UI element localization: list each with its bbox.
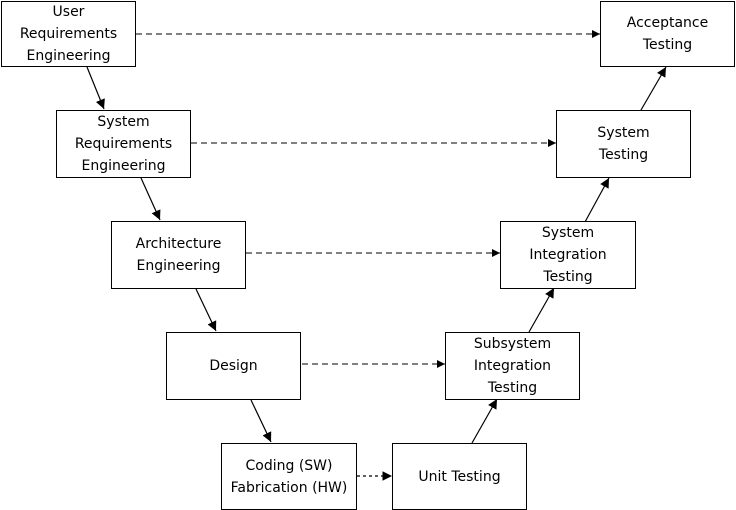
- box-system-testing-label: System Testing: [597, 125, 650, 163]
- box-system-integration-testing: System Integration Testing: [500, 221, 636, 289]
- box-system-testing: System Testing: [556, 110, 691, 178]
- box-acceptance-testing: Acceptance Testing: [600, 1, 735, 67]
- box-design-label: Design: [209, 358, 258, 374]
- arrow-design-to-coding: [250, 399, 272, 443]
- box-coding-fabrication-label: Coding (SW) Fabrication (HW): [230, 457, 348, 496]
- arrow-subsystem-to-system-integration: [528, 287, 555, 333]
- box-unit-testing: Unit Testing: [392, 443, 527, 510]
- box-architecture-engineering-label: Architecture Engineering: [135, 236, 222, 274]
- arrow-system-integration-to-system-testing: [584, 177, 610, 223]
- arrow-system-req-to-architecture: [140, 177, 161, 221]
- arrow-user-to-system-req: [86, 66, 105, 110]
- box-system-requirements-engineering-label: System Requirements Engineering: [74, 114, 173, 174]
- arrow-unit-to-subsystem: [471, 398, 498, 444]
- arrow-architecture-to-design: [195, 288, 217, 332]
- box-subsystem-integration-testing: Subsystem Integration Testing: [445, 332, 580, 400]
- box-system-requirements-engineering: System Requirements Engineering: [56, 110, 191, 178]
- box-architecture-engineering: Architecture Engineering: [111, 221, 246, 289]
- box-acceptance-testing-label: Acceptance Testing: [626, 15, 709, 53]
- box-user-requirements-engineering-label: User Requirements Engineering: [19, 4, 118, 64]
- box-unit-testing-label: Unit Testing: [418, 468, 501, 485]
- box-coding-fabrication: Coding (SW) Fabrication (HW): [221, 443, 357, 510]
- arrow-system-testing-to-acceptance: [640, 66, 667, 111]
- box-design: Design: [166, 332, 301, 400]
- box-subsystem-integration-testing-label: Subsystem Integration Testing: [473, 336, 552, 396]
- box-system-integration-testing-label: System Integration Testing: [529, 225, 607, 285]
- box-user-requirements-engineering: User Requirements Engineering: [1, 1, 136, 67]
